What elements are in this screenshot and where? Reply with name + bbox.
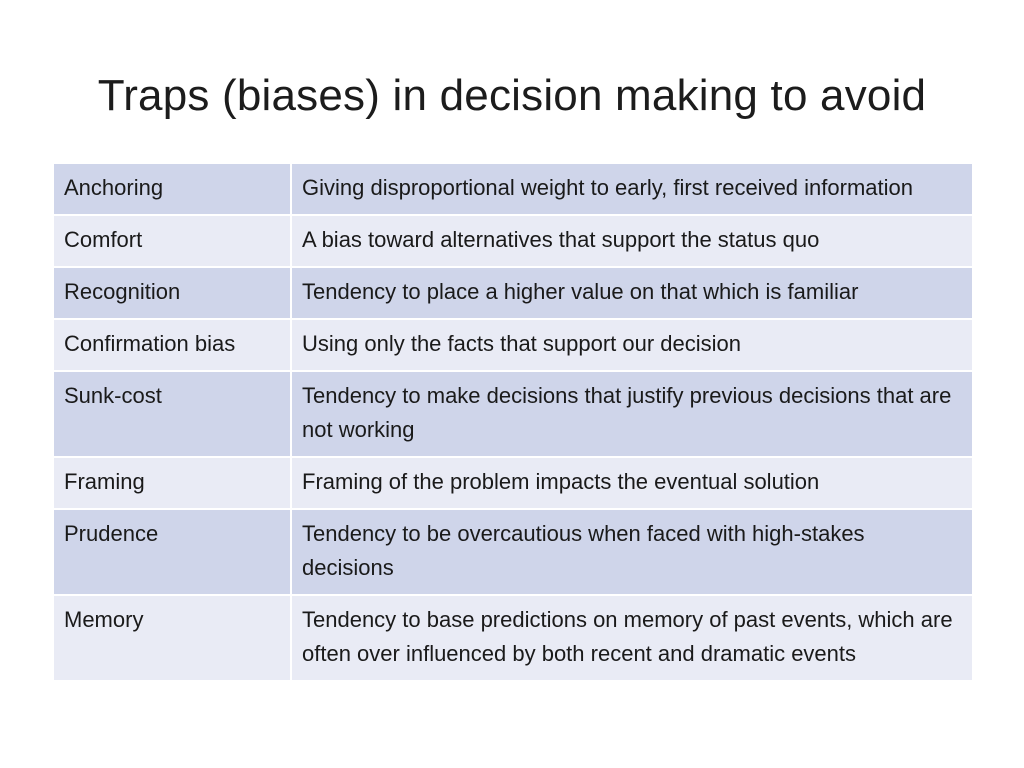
bias-term: Comfort — [52, 214, 292, 268]
slide-title: Traps (biases) in decision making to avo… — [97, 71, 927, 120]
bias-description: Tendency to base predictions on memory o… — [290, 594, 974, 682]
bias-term: Memory — [52, 594, 292, 682]
bias-term: Confirmation bias — [52, 318, 292, 372]
bias-term: Recognition — [52, 266, 292, 320]
table-row: Memory Tendency to base predictions on m… — [52, 594, 974, 682]
table-row: Confirmation bias Using only the facts t… — [52, 318, 974, 372]
table-row: Recognition Tendency to place a higher v… — [52, 266, 974, 320]
bias-description: Tendency to make decisions that justify … — [290, 370, 974, 458]
table-row: Anchoring Giving disproportional weight … — [52, 162, 974, 216]
table-row: Comfort A bias toward alternatives that … — [52, 214, 974, 268]
bias-term: Prudence — [52, 508, 292, 596]
bias-term: Framing — [52, 456, 292, 510]
bias-term: Anchoring — [52, 162, 292, 216]
table-row: Framing Framing of the problem impacts t… — [52, 456, 974, 510]
bias-term: Sunk-cost — [52, 370, 292, 458]
bias-description: Framing of the problem impacts the event… — [290, 456, 974, 510]
bias-description: A bias toward alternatives that support … — [290, 214, 974, 268]
bias-description: Using only the facts that support our de… — [290, 318, 974, 372]
bias-description: Tendency to place a higher value on that… — [290, 266, 974, 320]
table-row: Prudence Tendency to be overcautious whe… — [52, 508, 974, 596]
bias-table: Anchoring Giving disproportional weight … — [52, 162, 974, 682]
bias-description: Tendency to be overcautious when faced w… — [290, 508, 974, 596]
bias-description: Giving disproportional weight to early, … — [290, 162, 974, 216]
table-row: Sunk-cost Tendency to make decisions tha… — [52, 370, 974, 458]
